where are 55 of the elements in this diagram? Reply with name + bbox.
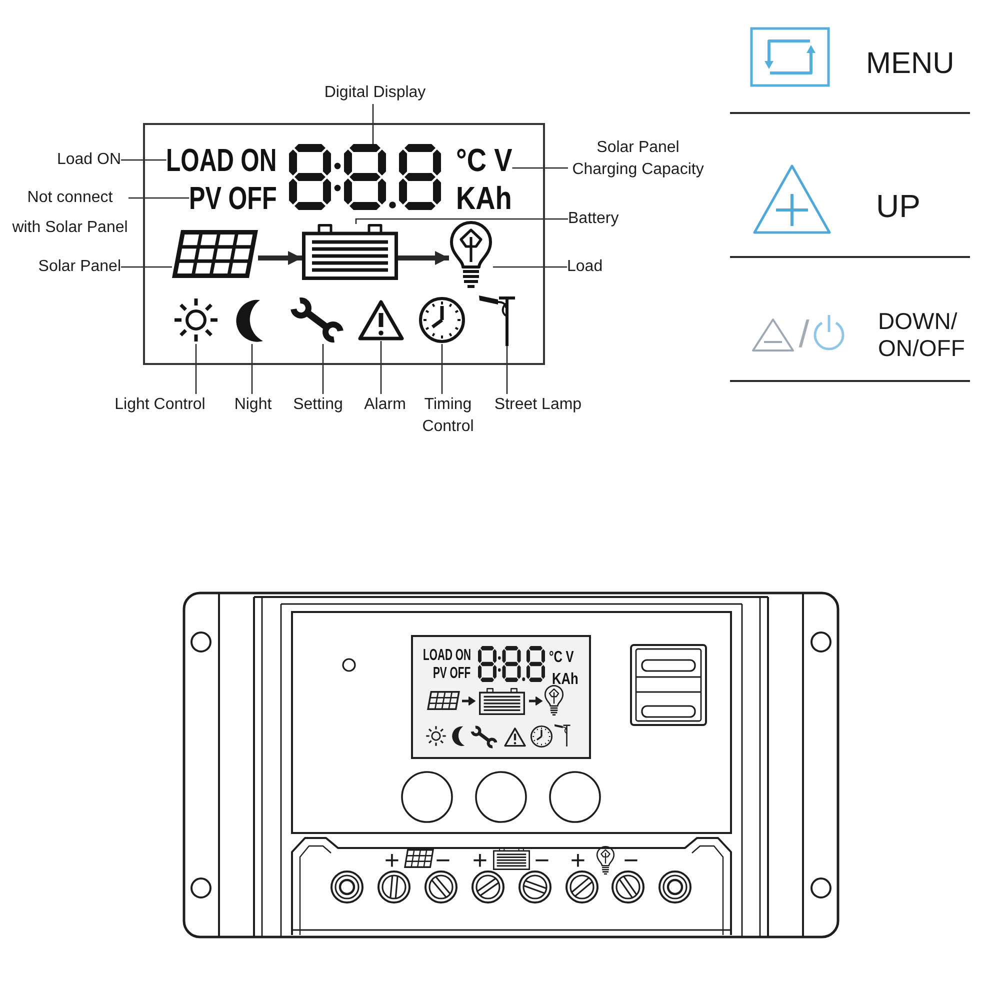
callout-label: Solar Panel Charging Capacity xyxy=(568,137,708,181)
polarity-sign: + xyxy=(472,846,488,874)
clock-icon xyxy=(418,296,466,344)
lcd-unit-text: °C V xyxy=(456,141,512,179)
lcd-unit-text: KAh xyxy=(456,179,512,217)
callout-label: Light Control xyxy=(114,394,206,416)
callout-label: Night xyxy=(234,394,272,416)
warning-triangle-icon xyxy=(358,299,404,341)
lcd-display-frame xyxy=(143,123,545,365)
leader-line xyxy=(121,159,166,161)
battery-icon xyxy=(302,224,398,280)
arrow xyxy=(258,251,302,265)
callout-label: Load xyxy=(567,256,603,278)
leader-line xyxy=(251,344,253,394)
leader-line xyxy=(128,197,190,199)
solar-panel-icon xyxy=(172,230,258,278)
sun-icon xyxy=(172,296,220,344)
polarity-sign: − xyxy=(623,846,639,874)
lcd-indicator-text: PV OFF xyxy=(433,666,471,682)
leader-line xyxy=(441,344,443,394)
callout-label: Alarm xyxy=(364,394,406,416)
lcd-unit-text: °C V xyxy=(549,650,574,666)
callout-label: Digital Display xyxy=(324,82,426,104)
leader-line xyxy=(121,266,172,268)
light-bulb-icon xyxy=(449,221,493,289)
leader-line xyxy=(380,341,382,394)
callout-label: Street Lamp xyxy=(494,394,582,416)
function-label: MENU xyxy=(866,47,954,81)
leader-line xyxy=(322,344,324,394)
leader-line xyxy=(506,346,508,394)
arrow xyxy=(398,251,449,265)
leader-line xyxy=(493,266,567,268)
lcd-indicator-text: PV OFF xyxy=(189,182,277,214)
seven-segment-digits-icon xyxy=(289,144,441,210)
callout-label: Setting xyxy=(293,394,343,416)
callout-label: Not connect with Solar Panel xyxy=(12,183,128,243)
lcd-indicator-text: LOAD ON xyxy=(423,648,471,664)
callout-label: Load ON xyxy=(56,149,121,171)
lcd-indicator-text: LOAD ON xyxy=(166,144,277,176)
polarity-sign: − xyxy=(534,846,550,874)
wrench-icon xyxy=(289,296,345,344)
function-label: UP xyxy=(876,188,920,224)
leader-line xyxy=(512,167,568,169)
lcd-unit-text: KAh xyxy=(552,672,578,688)
leader-line xyxy=(372,104,374,144)
polarity-sign: + xyxy=(384,846,400,874)
callout-label: Solar Panel xyxy=(38,256,121,278)
leader-line xyxy=(195,344,197,394)
function-label: DOWN/ ON/OFF xyxy=(878,308,966,362)
slash-separator: / xyxy=(798,315,810,355)
callout-label: Timing Control xyxy=(418,394,478,438)
callout-label: Battery xyxy=(568,208,619,230)
polarity-sign: + xyxy=(570,846,586,874)
polarity-sign: − xyxy=(435,846,451,874)
leader-line xyxy=(355,218,568,224)
